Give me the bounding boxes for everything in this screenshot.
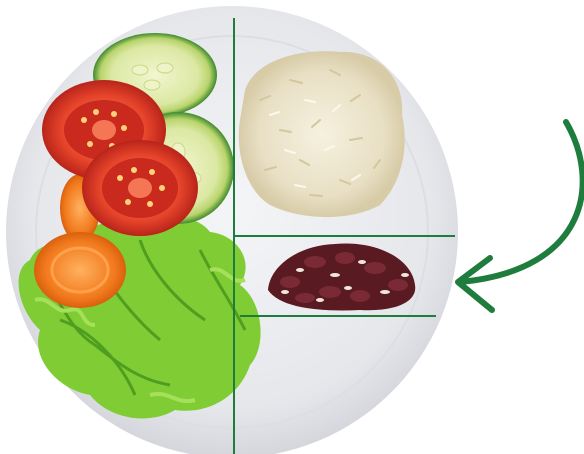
curved-arrow-icon [458,122,583,310]
rice-portion [239,51,405,217]
